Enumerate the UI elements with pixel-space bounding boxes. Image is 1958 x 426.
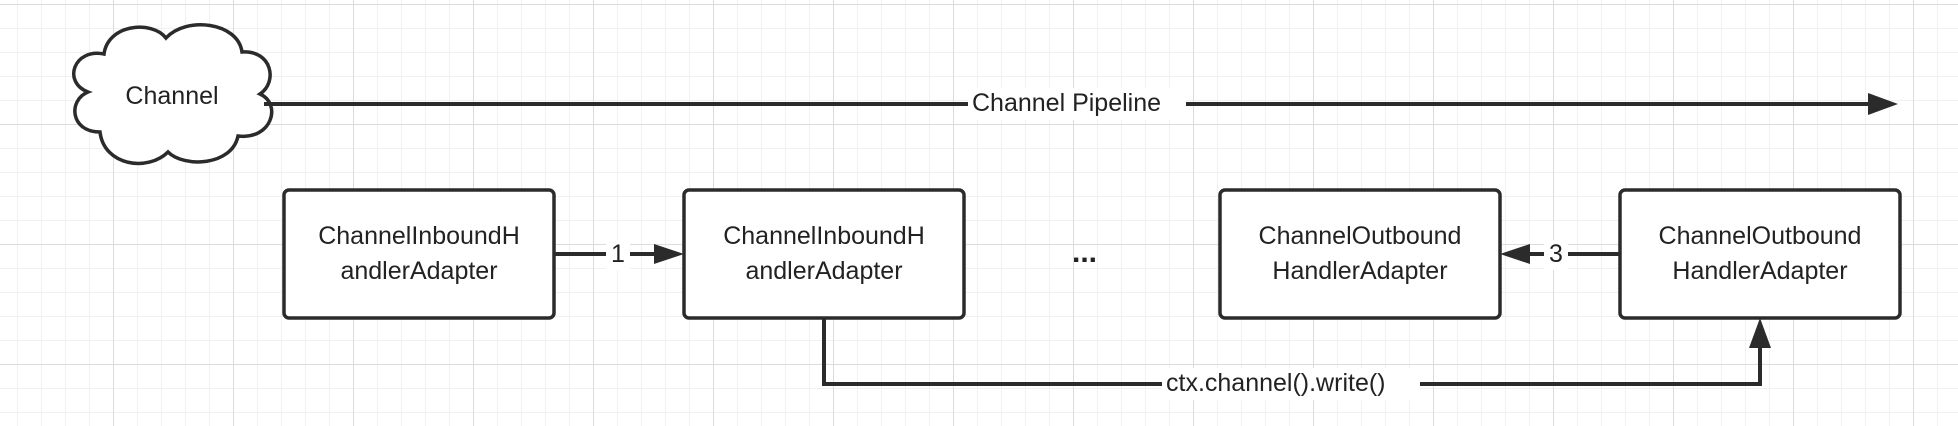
edge-1-label-bg (606, 240, 630, 270)
pipeline-label-bg (968, 88, 1186, 120)
handler-box-2: ChannelInboundH andlerAdapter (723, 222, 925, 285)
handler-box-1: ChannelInboundH andlerAdapter (318, 222, 520, 285)
pipeline-arrowhead (1868, 93, 1898, 115)
handler-box-3: ChannelOutbound HandlerAdapter (1258, 222, 1462, 285)
pipeline-label: Channel Pipeline (972, 89, 1162, 117)
write-label-bg (1162, 368, 1420, 400)
edge-1-arrowhead (654, 244, 684, 264)
channel-cloud-label: Channel (125, 81, 219, 110)
edge-3-arrowhead (1500, 244, 1530, 264)
ellipsis-text: ... (1072, 236, 1098, 269)
channel-cloud-shape (72, 23, 274, 166)
write-call-label: ctx.channel().write() (1166, 369, 1386, 397)
handler-box-4: ChannelOutbound HandlerAdapter (1658, 222, 1862, 285)
edge-3-label: 3 (1549, 240, 1563, 268)
edge-3-label-bg (1544, 240, 1568, 270)
edge-1-label: 1 (611, 240, 625, 268)
write-connector-arrowhead (1749, 318, 1771, 348)
